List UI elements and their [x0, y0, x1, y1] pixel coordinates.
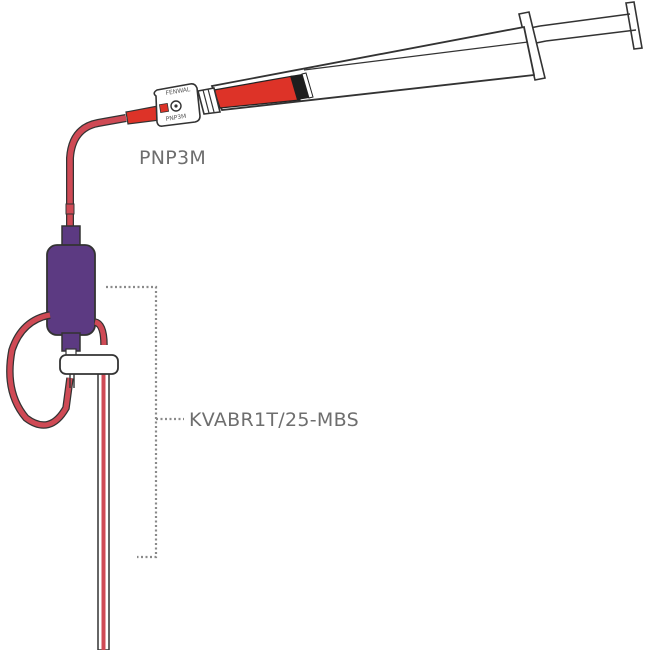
- label-kvabr1t: KVABR1T/25-MBS: [189, 409, 359, 431]
- callout-kvabr1t: KVABR1T/25-MBS: [106, 285, 359, 559]
- syringe-plunger-stopper: [290, 74, 309, 100]
- dotted-bracket: [106, 285, 158, 559]
- tube-clamp: [59, 354, 119, 388]
- upper-tubing: [65, 114, 127, 228]
- syringe-thumb-press: [625, 1, 643, 50]
- connector-marking-bottom: PNP3M: [165, 113, 187, 123]
- callout-pnp3m: PNP3M: [139, 147, 206, 169]
- label-pnp3m: PNP3M: [139, 147, 206, 169]
- filter-body: [46, 244, 96, 336]
- tubing-loop: [6, 311, 74, 429]
- filter-housing: [46, 225, 96, 360]
- syringe-luer-collar: [197, 87, 221, 115]
- pnp3m-connector: FENWAL PNP3M: [125, 83, 201, 127]
- syringe: [197, 1, 643, 115]
- connector-marking-top: FENWAL: [165, 86, 191, 97]
